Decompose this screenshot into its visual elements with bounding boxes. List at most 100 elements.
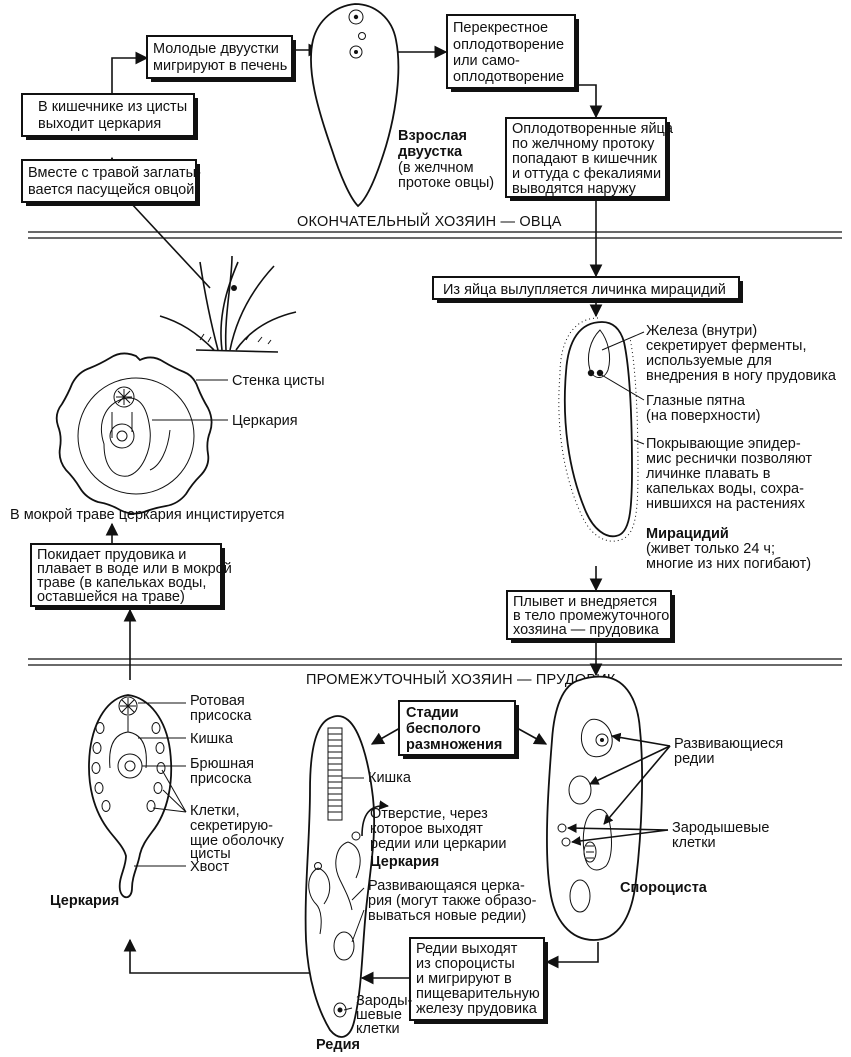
gland-label-3: используемые для <box>646 353 772 369</box>
box-leaves-snail: Покидает прудовика и плавает в воде или … <box>30 543 232 610</box>
box-text-line: В кишечнике из цисты <box>38 99 187 115</box>
cilia-label-2: мис реснички позволяют <box>646 451 812 467</box>
miracidium-note: (живет только 24 ч; <box>646 541 775 557</box>
box-asexual-stages: Стадии бесполого размножения <box>398 700 519 759</box>
miracidium-title: Мирацидий <box>646 526 729 542</box>
box-text-line: мигрируют в печень <box>153 58 287 74</box>
box-text-line: вается пасущейся овцой <box>28 182 194 198</box>
box-text-line: Покидает прудовика и <box>37 547 186 563</box>
box-text-line: и оттуда с фекалиями <box>512 166 661 182</box>
oral-sucker-label-2: присоска <box>190 708 252 724</box>
redia-leaders <box>342 777 389 1011</box>
sporocyst-leaders <box>567 732 671 846</box>
germ-cells-redia-label: Зароды- <box>356 993 413 1009</box>
adult-fluke-illustration <box>310 3 400 208</box>
box-fertilization: Перекрестное оплодотворение или само- оп… <box>446 14 579 92</box>
ventral-sucker-label: Брюшная <box>190 756 254 772</box>
box-text-line: бесполого <box>406 721 481 737</box>
developing-cercaria-label: Развивающаяся церка- <box>368 878 525 894</box>
box-text-line: Перекрестное <box>453 20 548 36</box>
developing-cercaria-label-3: вываться новые редии) <box>368 908 526 924</box>
adult-fluke-title-2: двуустка <box>398 144 463 160</box>
final-host-heading: ОКОНЧАТЕЛЬНЫЙ ХОЗЯИН — ОВЦА <box>297 212 562 230</box>
box-text-line: по желчному протоку <box>512 136 655 152</box>
box-text-line: выводятся наружу <box>512 181 637 197</box>
box-text-line: в тело промежуточного <box>513 608 669 624</box>
cilia-label-4: капельках воды, сохра- <box>646 481 804 497</box>
box-swallowed-by-sheep: Вместе с травой заглаты- вается пасущейс… <box>21 159 201 206</box>
box-text-line: Вместе с травой заглаты- <box>28 165 201 181</box>
cyst-cells-label-3: щие оболочку <box>190 833 285 849</box>
box-swims-penetrates: Плывет и внедряется в тело промежуточног… <box>506 590 675 643</box>
adult-fluke-note: (в желчном <box>398 160 474 176</box>
redia-illustration <box>304 715 376 1038</box>
box-miracidium-hatches: Из яйца вылупляется личинка мирацидий <box>432 276 743 303</box>
sporocyst-title: Спороциста <box>620 880 708 896</box>
box-text-line: траве (в капельках воды, <box>37 575 206 591</box>
gut-label: Кишка <box>190 731 234 747</box>
cilia-label-5: нившихся на растениях <box>646 496 806 512</box>
oral-sucker-label: Ротовая <box>190 693 245 709</box>
cercaria-leaders <box>134 702 187 867</box>
germ-cells-sporocyst-label: Зародышевые <box>672 820 769 836</box>
box-text-line: выходит церкария <box>38 116 161 132</box>
gland-label: Железа (внутри) <box>646 323 757 339</box>
flow-arrows <box>105 35 603 985</box>
miracidium-illustration <box>558 317 639 542</box>
redia-cercaria-label: Церкария <box>370 854 439 870</box>
box-text-line: Из яйца вылупляется личинка мирацидий <box>443 282 726 298</box>
cyst-cells-label-4: цисты <box>190 846 231 862</box>
box-text-line: из спороцисты <box>416 956 515 972</box>
box-text-line: Молодые двуустки <box>153 41 279 57</box>
cyst-cells-label: Клетки, <box>190 803 240 819</box>
cyst-cercaria-label: Церкария <box>232 413 298 429</box>
eyespots-label: Глазные пятна <box>646 393 746 409</box>
box-text-line: Плывет и внедряется <box>513 594 657 610</box>
ventral-sucker-label-2: присоска <box>190 771 252 787</box>
opening-label-3: редии или церкарии <box>370 836 506 852</box>
gland-label-2: секретирует ферменты, <box>646 338 806 354</box>
box-text-line: оплодотворение <box>453 69 564 85</box>
cercaria-title: Церкария <box>50 893 119 909</box>
cyst-illustration <box>55 352 213 515</box>
developing-cercaria-label-2: рия (могут также образо- <box>368 893 537 909</box>
tail-label: Хвост <box>190 859 230 875</box>
box-text-line: плавает в воде или в мокрой <box>37 561 232 577</box>
germ-cells-redia-label-2: шевые <box>356 1007 402 1023</box>
developing-rediae-label-2: редии <box>674 751 714 767</box>
section-divider-top <box>28 231 842 239</box>
grass-illustration <box>159 255 297 353</box>
section-divider-bottom <box>28 658 842 666</box>
cilia-label-3: личинке плавать в <box>646 466 771 482</box>
box-text-line: Оплодотворенные яйца <box>512 121 674 137</box>
box-text-line: железу прудовика <box>416 1001 538 1017</box>
redia-title: Редия <box>316 1037 360 1053</box>
germ-cells-redia-label-3: клетки <box>356 1021 400 1037</box>
miracidium-note-2: многие из них погибают) <box>646 556 811 572</box>
sporocyst-illustration <box>546 675 643 941</box>
redia-gut-label: Кишка <box>368 770 412 786</box>
cilia-label: Покрывающие эпидер- <box>646 436 801 452</box>
box-text-line: оплодотворение <box>453 37 564 53</box>
box-text-line: пищеварительную <box>416 986 540 1002</box>
cyst-cells-label-2: секретирую- <box>190 818 273 834</box>
box-text-line: оставшейся на траве) <box>37 589 185 605</box>
box-rediae-exit-sporocyst: Редии выходят из спороцисты и мигрируют … <box>409 937 548 1024</box>
box-text-line: Стадии <box>406 705 459 721</box>
miracidium-leaders <box>599 331 645 445</box>
box-text-line: размножения <box>406 737 502 753</box>
box-text-line: попадают в кишечник <box>512 151 658 167</box>
box-text-line: Редии выходят <box>416 941 518 957</box>
opening-label-2: которое выходят <box>370 821 483 837</box>
cercaria-illustration <box>88 694 173 899</box>
gland-label-4: внедрения в ногу прудовика <box>646 368 837 384</box>
intermediate-host-heading: ПРОМЕЖУТОЧНЫЙ ХОЗЯИН — ПРУДОВИК <box>306 670 616 688</box>
box-text-line: или само- <box>453 53 520 69</box>
box-cercaria-exits-cyst: В кишечнике из цисты выходит церкария <box>21 93 198 140</box>
adult-fluke-title: Взрослая <box>398 128 467 144</box>
opening-label: Отверстие, через <box>370 806 488 822</box>
developing-rediae-label: Развивающиеся <box>674 736 783 752</box>
adult-fluke-note-2: протоке овцы) <box>398 175 494 191</box>
box-fertilized-eggs: Оплодотворенные яйца по желчному протоку… <box>505 117 674 201</box>
